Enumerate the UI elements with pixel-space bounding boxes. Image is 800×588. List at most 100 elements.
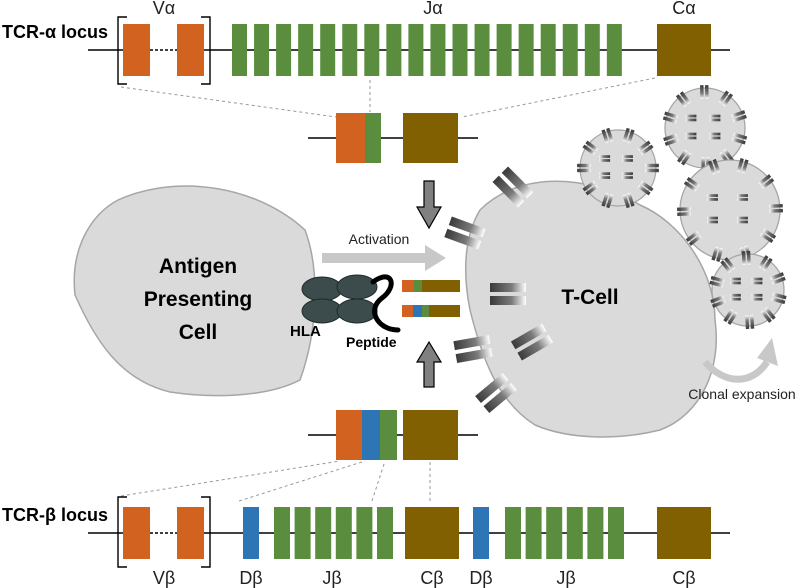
j-gene-segment [587, 507, 604, 559]
tcr-receptor-icon [622, 155, 633, 162]
tcr-receptor-icon [700, 85, 709, 99]
tcr-receptor-icon [645, 163, 659, 173]
j-gene-segment [274, 507, 290, 559]
tcr-receptor-icon [730, 277, 741, 285]
alpha-v-segment-2 [177, 24, 204, 76]
j-gene-segment [276, 24, 292, 76]
alpha-j-label: Jα [423, 0, 442, 18]
beta-v-segment-2 [177, 507, 204, 559]
docked-tcr [402, 280, 460, 317]
alpha-c-segment [657, 24, 711, 76]
tcr-receptor-icon [758, 174, 775, 190]
rearranged-alpha-v [336, 113, 367, 163]
clone-cell [577, 127, 659, 209]
beta-c-segment-1 [405, 507, 459, 559]
tcr-receptor-icon [737, 194, 748, 201]
alpha-rearranged [308, 113, 478, 163]
rearranged-beta-d [362, 410, 380, 460]
tcr-receptor-icon [730, 293, 741, 301]
j-gene-segment [408, 24, 424, 76]
clone-cell [709, 250, 787, 330]
tcr-receptor-icon [492, 166, 534, 208]
j-gene-segment [254, 24, 270, 76]
j-gene-segment [320, 24, 336, 76]
rearranged-alpha-c [403, 113, 458, 163]
tcr-receptor-icon [601, 127, 614, 144]
docked-beta-v [402, 305, 413, 317]
beta-j-segments-1 [274, 507, 393, 559]
hla-label: HLA [290, 323, 321, 340]
j-gene-segment [430, 24, 446, 76]
rearranged-alpha-j [365, 113, 381, 163]
beta-locus: TCR-β locus Vβ Dβ Jβ Cβ Dβ Jβ Cβ [2, 496, 730, 588]
docked-alpha-j [414, 280, 422, 292]
hla-molecule-icon [336, 274, 378, 300]
tcr-receptor-icon [675, 91, 691, 108]
hla-molecule-icon [336, 298, 378, 324]
clone-cell [662, 85, 748, 171]
rearranged-beta-j [380, 410, 397, 460]
tcell-label: T-Cell [561, 286, 618, 309]
tcr-receptor-icon [685, 114, 697, 122]
tcr-receptor-icon [707, 194, 718, 201]
apc-label-line1: Antigen [159, 255, 237, 278]
beta-rearranged [308, 410, 478, 460]
beta-v-bracket-right [201, 496, 211, 568]
tcr-receptor-icon [731, 132, 748, 145]
alpha-v-label: Vα [153, 0, 175, 18]
tcr-receptor-icon [637, 180, 654, 196]
j-gene-segment [584, 24, 600, 76]
beta-d-segment-2 [473, 507, 489, 559]
alpha-v-segment-1 [123, 24, 150, 76]
j-gene-segment [452, 24, 468, 76]
tcr-receptor-icon [677, 149, 692, 166]
tcr-receptor-icon [637, 140, 654, 156]
tcr-receptor-icon [582, 180, 599, 196]
tcr-receptor-icon [685, 132, 697, 140]
apc-cell [73, 185, 316, 397]
j-gene-segment [518, 24, 534, 76]
tcr-receptor-icon [577, 163, 591, 173]
tcr-receptor-icon [737, 216, 748, 224]
j-gene-segment [562, 24, 578, 76]
j-gene-segment [608, 507, 624, 559]
tcr-receptor-icon [601, 192, 614, 209]
j-gene-segment [474, 24, 490, 76]
tcr-receptor-icon [622, 127, 635, 144]
apc-label-line2: Presenting [144, 288, 253, 311]
apc-label: Antigen Presenting Cell [144, 255, 253, 344]
j-gene-segment [294, 507, 311, 559]
tcr-receptor-icon [707, 216, 718, 224]
tcr-receptor-icon [771, 292, 787, 305]
beta-guide-lines [120, 460, 431, 502]
beta-c-label-1: Cβ [420, 568, 443, 588]
tcr-receptor-icon [599, 172, 611, 179]
down-arrow-icon [415, 180, 443, 230]
tcr-receptor-icon [677, 207, 692, 217]
tcr-receptor-icon [718, 90, 733, 107]
peptide-label: Peptide [346, 334, 397, 350]
j-gene-segment [298, 24, 314, 76]
tcr-receptor-icon [622, 172, 633, 179]
j-gene-segment [546, 507, 563, 559]
tcr-receptor-icon [711, 246, 724, 262]
tcr-receptor-icon [760, 228, 777, 244]
alpha-j-segments [232, 24, 622, 76]
tcr-receptor-icon [723, 308, 738, 325]
beta-v-bracket-left [117, 496, 127, 568]
j-gene-segment [540, 24, 556, 76]
hla-molecule-icon [301, 298, 343, 324]
beta-d-label-1: Dβ [239, 568, 262, 588]
clonal-expansion: Clonal expansion [688, 338, 796, 402]
docked-beta-j [422, 305, 429, 317]
tcr-receptor-icon [758, 255, 773, 272]
beta-d-segment-1 [243, 507, 259, 559]
tcr-receptor-icon [760, 306, 776, 323]
clonal-cells [577, 85, 787, 330]
beta-c-segment-2 [657, 507, 711, 559]
j-gene-segment [606, 24, 622, 76]
tcr-receptor-icon [683, 176, 700, 192]
tcr-receptor-icon [444, 216, 486, 250]
docked-beta-c [429, 305, 460, 317]
tcr-receptor-icon [475, 373, 517, 413]
